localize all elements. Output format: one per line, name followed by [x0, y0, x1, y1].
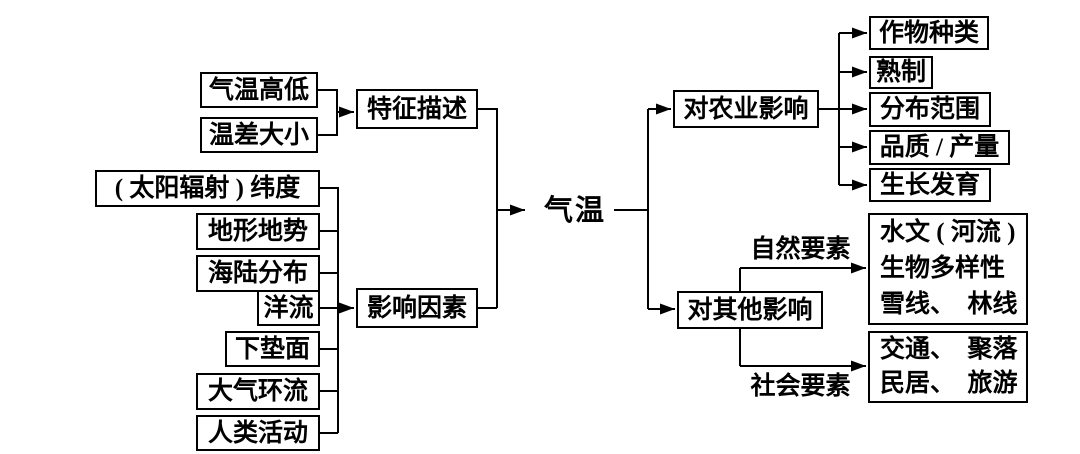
box-cropping-system: 熟制: [869, 56, 933, 89]
box-natural-effects: 水文 ( 河流 ) 生物多样性 雪线、 林线: [868, 213, 1028, 325]
box-ocean-current: 洋流: [257, 290, 320, 326]
box-feature-description: 特征描述: [356, 89, 478, 129]
box-terrain: 地形地势: [196, 213, 320, 250]
box-temperature-range: 温差大小: [200, 117, 318, 153]
social-effects-line-dwelling-tourism: 民居、 旅游: [880, 370, 1018, 397]
box-agriculture-impact: 对农业影响: [673, 90, 819, 128]
label-natural-elements: 自然要素: [750, 235, 851, 263]
box-quality-yield: 品质 / 产量: [869, 130, 1010, 165]
box-crop-type: 作物种类: [869, 16, 989, 50]
natural-effects-line-hydrology: 水文 ( 河流 ): [880, 219, 1016, 246]
box-underlying-surface: 下垫面: [225, 331, 320, 367]
box-other-impact: 对其他影响: [677, 291, 823, 329]
box-atmospheric-circulation: 大气环流: [196, 373, 320, 410]
box-temperature-level: 气温高低: [200, 72, 318, 108]
box-solar-radiation-latitude: ( 太阳辐射 ) 纬度: [95, 170, 320, 207]
node-air-temperature: 气温: [543, 194, 606, 227]
natural-effects-line-snowline-treeline: 雪线、 林线: [880, 291, 1018, 318]
box-social-effects: 交通、 聚落 民居、 旅游: [868, 331, 1028, 403]
social-effects-line-transport-settlement: 交通、 聚落: [880, 336, 1018, 363]
natural-effects-line-biodiversity: 生物多样性: [880, 255, 1006, 282]
box-land-sea-distribution: 海陆分布: [196, 255, 320, 292]
label-social-elements: 社会要素: [750, 372, 851, 400]
box-influencing-factors: 影响因素: [356, 288, 478, 328]
box-growth-development: 生长发育: [869, 168, 991, 202]
box-human-activity: 人类活动: [196, 415, 320, 451]
box-distribution-range: 分布范围: [869, 92, 991, 127]
